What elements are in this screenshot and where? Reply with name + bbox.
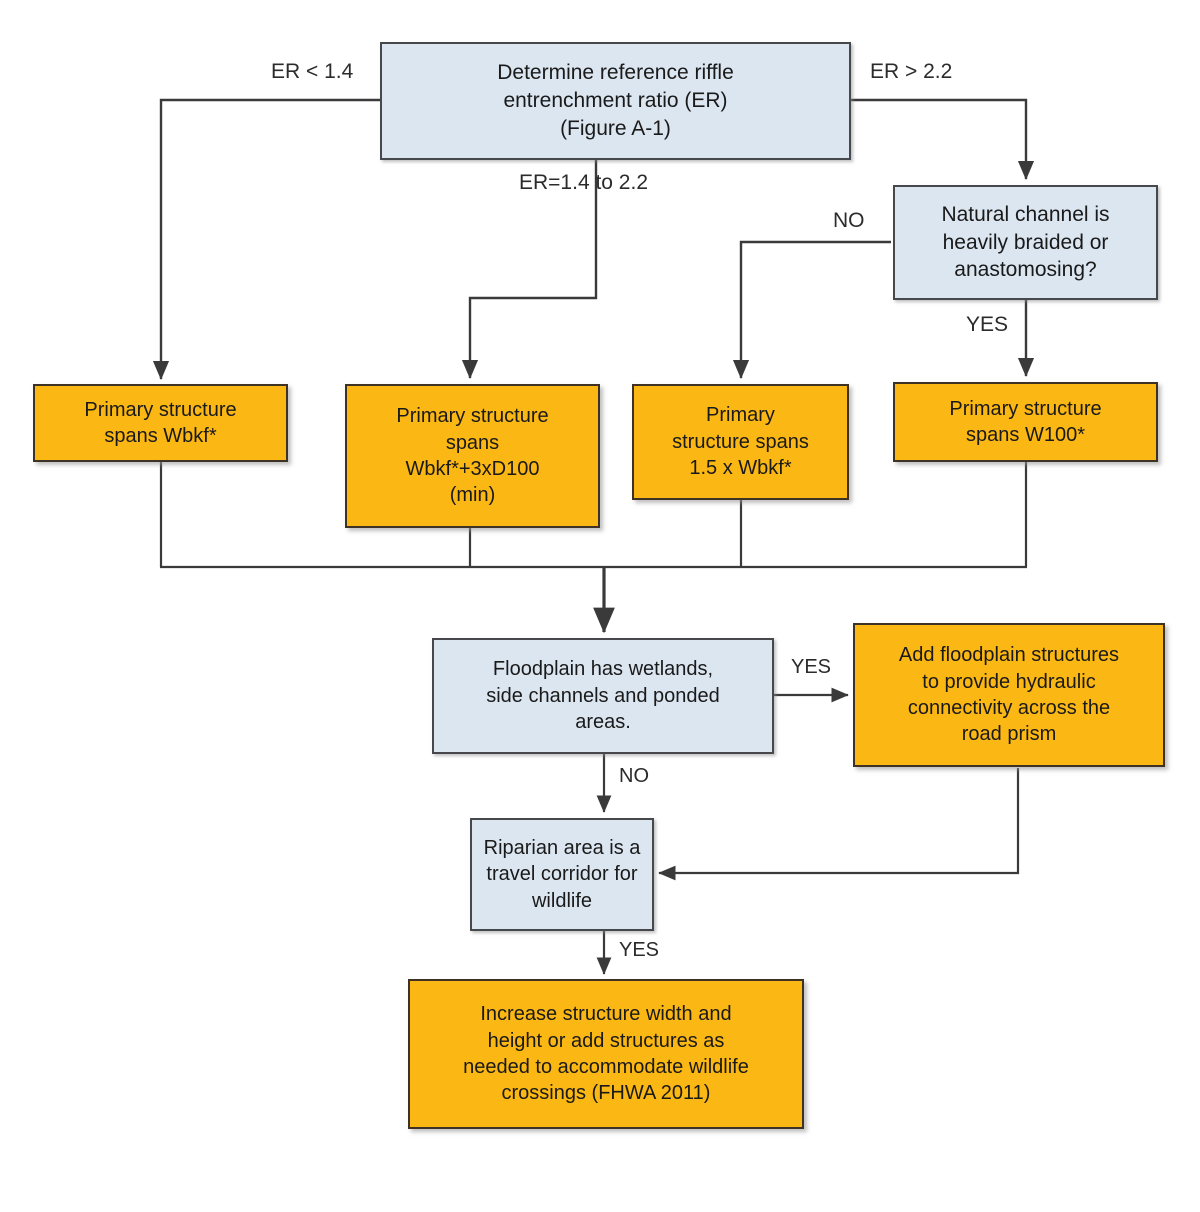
edge-label-braided-yes: YES <box>966 313 1009 336</box>
edge-label-floodplain-no: NO <box>619 765 649 787</box>
edge-label-floodplain-yes: YES <box>791 656 832 678</box>
edge-addstructures-to-riparian <box>658 768 1020 881</box>
node-natural-channel-braided[interactable]: Natural channel is heavily braided or an… <box>893 185 1158 300</box>
node-add-floodplain-structures[interactable]: Add floodplain structures to provide hyd… <box>853 623 1165 767</box>
edge-label-riparian-yes: YES <box>619 939 660 961</box>
node-increase-structure-width[interactable]: Increase structure width and height or a… <box>408 979 804 1129</box>
edge-label-er-lt-1-4: ER < 1.4 <box>271 60 354 83</box>
node-floodplain-wetlands[interactable]: Floodplain has wetlands, side channels a… <box>432 638 774 754</box>
node-primary-spans-1-5-wbkf[interactable]: Primary structure spans 1.5 x Wbkf* <box>632 384 849 500</box>
node-primary-spans-wbkf[interactable]: Primary structure spans Wbkf* <box>33 384 288 462</box>
edge-braided-no <box>732 240 891 379</box>
edge-er-lt-1-4 <box>152 98 380 380</box>
node-primary-spans-wbkf-3xd100[interactable]: Primary structure spans Wbkf*+3xD100 (mi… <box>345 384 600 528</box>
node-primary-spans-w100[interactable]: Primary structure spans W100* <box>893 382 1158 462</box>
edge-label-er-gt-2-2: ER > 2.2 <box>870 60 953 83</box>
node-determine-er[interactable]: Determine reference riffle entrenchment … <box>380 42 851 160</box>
edge-label-braided-no: NO <box>833 209 865 232</box>
edge-label-er-1-4-to-2-2: ER=1.4 to 2.2 <box>519 171 649 194</box>
edge-er-gt-2-2 <box>851 98 1035 180</box>
node-riparian-travel-corridor[interactable]: Riparian area is a travel corridor for w… <box>470 818 654 931</box>
